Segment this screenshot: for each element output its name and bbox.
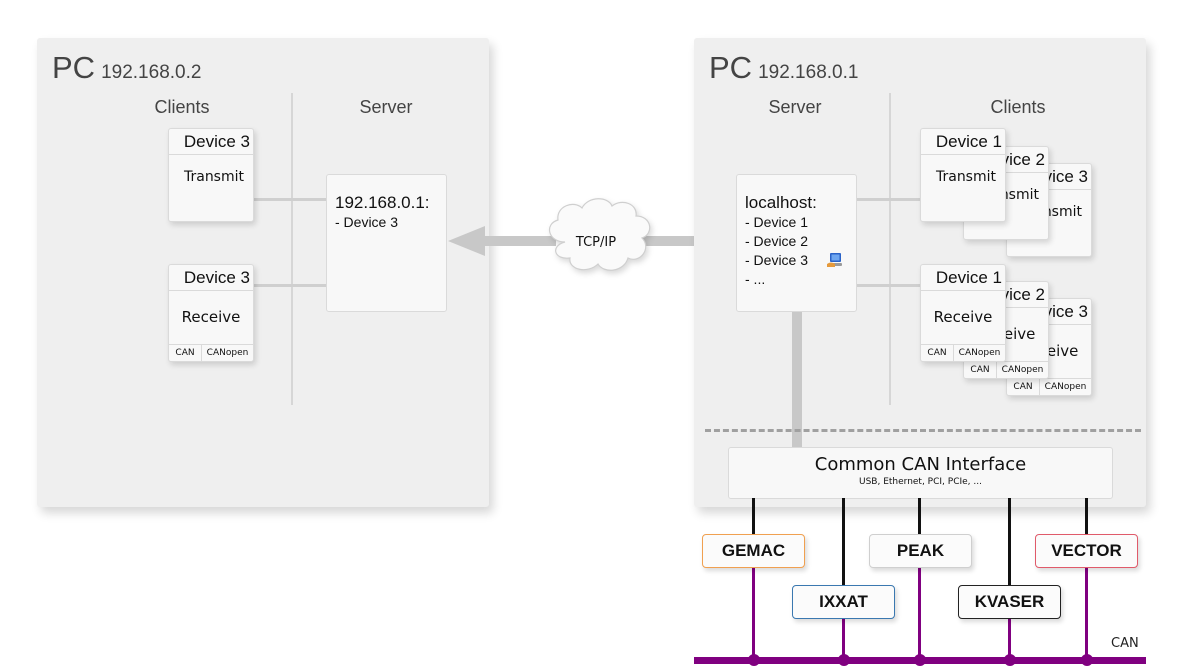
server-item: - Device 1	[745, 214, 809, 230]
device-mode: Transmit	[935, 169, 996, 185]
arrow-left-icon	[448, 226, 556, 256]
vendor-ixxat[interactable]: IXXAT	[792, 585, 895, 619]
right-receive-connector	[855, 284, 923, 287]
server-interface-connector	[792, 310, 802, 448]
left-transmit-device[interactable]: Device 3 Transmit	[168, 128, 254, 222]
right-server-label: Server	[768, 97, 822, 117]
right-pc-ip: 192.168.0.1	[758, 62, 859, 83]
pc-hardware-boundary	[705, 429, 1141, 432]
can-wire-gemac	[752, 567, 755, 660]
protocol-can[interactable]: CAN	[1007, 379, 1040, 395]
device-mode: Receive	[181, 308, 241, 326]
interface-title: Common CAN Interface	[814, 454, 1027, 475]
vendor-peak[interactable]: PEAK	[869, 534, 972, 568]
cloud-icon	[548, 198, 651, 271]
left-server-label: Server	[359, 97, 413, 117]
right-pc-label: PC	[709, 50, 753, 85]
protocol-bar: CAN CANopen	[169, 344, 253, 361]
right-transmit-connector	[855, 198, 923, 201]
wire-kvaser	[1008, 498, 1011, 585]
vendor-kvaser[interactable]: KVASER	[958, 585, 1061, 619]
device-name: Device 1	[921, 265, 1005, 291]
bus-node-peak	[914, 654, 926, 666]
server-header: localhost:	[745, 193, 817, 212]
protocol-canopen[interactable]: CANopen	[206, 348, 249, 358]
left-column-separator	[291, 93, 293, 405]
protocol-bar: CAN CANopen	[1007, 378, 1091, 395]
wire-gemac	[752, 498, 755, 534]
right-clients-label: Clients	[990, 97, 1046, 117]
can-wire-ixxat	[842, 619, 845, 660]
protocol-canopen[interactable]: CANopen	[958, 348, 1001, 358]
left-pc-label: PC	[52, 50, 96, 85]
server-item: - Device 3	[335, 214, 399, 230]
wire-vector	[1085, 498, 1088, 534]
device-name: Device 1	[921, 129, 1005, 155]
protocol-can[interactable]: CAN	[921, 345, 954, 361]
interface-subtitle: USB, Ethernet, PCI, PCIe, ...	[859, 477, 982, 487]
shared-computer-icon	[827, 253, 842, 267]
bus-node-vector	[1081, 654, 1093, 666]
can-bus-label: CAN	[1111, 636, 1139, 651]
server-item: - ...	[745, 271, 766, 287]
left-transmit-connector	[253, 198, 327, 201]
server-item: - Device 2	[745, 233, 809, 249]
vendor-gemac[interactable]: GEMAC	[702, 534, 805, 568]
bus-node-ixxat	[838, 654, 850, 666]
left-receive-device[interactable]: Device 3 Receive CAN CANopen	[168, 264, 254, 362]
right-server-box[interactable]: localhost: - Device 1 - Device 2 - Devic…	[736, 174, 857, 312]
device-mode: Transmit	[183, 169, 244, 185]
device-mode: Receive	[933, 308, 993, 326]
right-transmit-device-1[interactable]: Device 1 Transmit	[920, 128, 1006, 222]
left-pc-ip: 192.168.0.2	[101, 62, 202, 83]
can-wire-vector	[1085, 567, 1088, 660]
can-wire-kvaser	[1008, 619, 1011, 660]
tcpip-label: TCP/IP	[575, 235, 616, 250]
server-item-text: - Device 3	[745, 252, 809, 268]
protocol-canopen[interactable]: CANopen	[1044, 382, 1087, 392]
device-name: Device 3	[169, 129, 253, 155]
left-server-box[interactable]: 192.168.0.1: - Device 3	[326, 174, 447, 312]
bus-node-gemac	[748, 654, 760, 666]
wire-ixxat	[842, 498, 845, 585]
right-receive-device-1[interactable]: Device 1 Receive CAN CANopen	[920, 264, 1006, 362]
common-can-interface[interactable]: Common CAN Interface USB, Ethernet, PCI,…	[728, 447, 1113, 499]
device-name: Device 3	[169, 265, 253, 291]
server-item: - Device 3	[745, 251, 856, 270]
protocol-can[interactable]: CAN	[964, 362, 997, 378]
protocol-can[interactable]: CAN	[169, 345, 202, 361]
left-clients-label: Clients	[154, 97, 210, 117]
protocol-bar: CAN CANopen	[964, 361, 1048, 378]
wire-peak	[918, 498, 921, 534]
protocol-bar: CAN CANopen	[921, 344, 1005, 361]
bus-node-kvaser	[1004, 654, 1016, 666]
left-receive-connector	[253, 284, 327, 287]
protocol-canopen[interactable]: CANopen	[1001, 365, 1044, 375]
can-wire-peak	[918, 567, 921, 660]
server-header: 192.168.0.1:	[335, 193, 430, 212]
right-column-separator	[889, 93, 891, 405]
vendor-vector[interactable]: VECTOR	[1035, 534, 1138, 568]
